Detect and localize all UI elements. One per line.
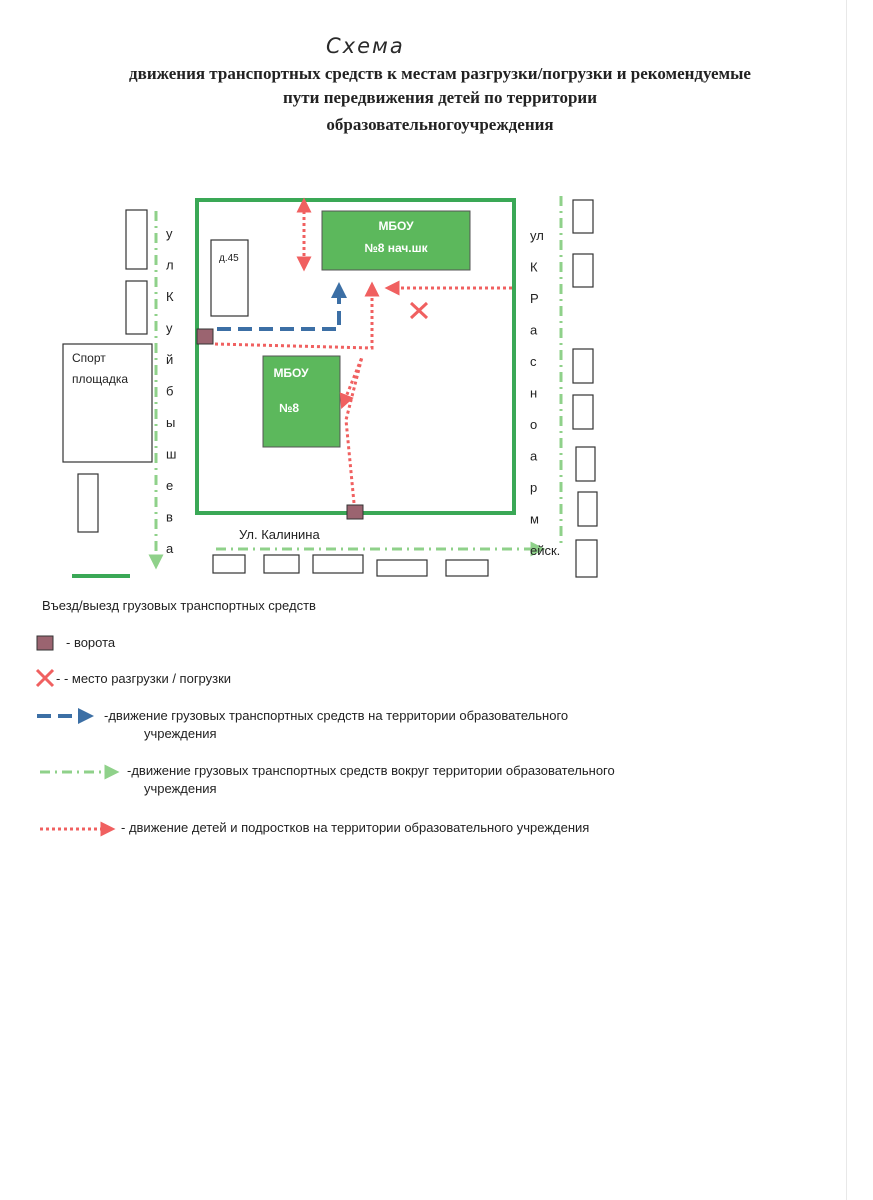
street-letter: у [166,226,173,241]
street-letter: н [530,386,537,401]
street-letter: К [166,289,174,304]
street-letter: Р [530,291,539,306]
street-letter: е [166,478,173,493]
street-letter: а [530,323,538,338]
house-bottom-2 [263,554,300,574]
primary-school-building [321,210,471,271]
gate-west [196,328,214,345]
primary-school-label-2: №8 нач.шк [364,241,428,255]
main-school-building [262,355,341,448]
house-right-5 [575,446,596,482]
street-letter: ул [530,228,544,243]
sport-ground-label-2: площадка [72,372,128,386]
legend-entry-exit: Въезд/выезд грузовых транспортных средст… [42,598,316,613]
house-45 [210,239,249,317]
street-letter: ш [166,447,176,462]
legend-truck-around-1: -движение грузовых транспортных средств … [127,763,615,778]
legend-gate-symbol [36,635,54,651]
kids-route-south-gate [339,356,364,504]
house-bottom-1 [212,554,246,574]
legend-unload-symbol [35,668,55,688]
street-letter: б [166,384,173,399]
sport-ground-label-1: Спорт [72,351,106,365]
legend-unload: - - место разгрузки / погрузки [56,671,232,686]
street-letter: р [530,480,537,495]
street-letter: с [530,354,537,369]
street-letter: а [166,541,174,556]
house-left-2 [125,280,148,335]
house-right-6 [577,491,598,527]
house-left-3 [77,473,99,533]
house-bottom-4 [376,559,428,577]
street-right-name: улК Ра с н о а р м ейск. [530,228,560,558]
unload-place-mark [409,301,429,320]
street-letter: л [166,258,174,273]
street-letter: ы [166,415,175,430]
street-letter: К [530,260,538,275]
street-letter: у [166,321,173,336]
legend-truck-inside-1: -движение грузовых транспортных средств … [104,708,569,723]
handwritten-title: Схема [326,34,405,58]
house-right-4 [572,394,594,430]
sport-ground [62,343,153,463]
house-right-7 [575,539,598,578]
primary-school-label-1: МБОУ [378,219,414,233]
street-letter: а [530,449,538,464]
house-45-label: д.45 [219,253,239,264]
street-letter: м [530,512,539,527]
house-bottom-3 [312,554,364,574]
legend-kids: - движение детей и подростков на террито… [121,820,590,835]
main-school-label-2: №8 [279,401,299,415]
street-left-name: у лКу й б ы ш е в а [166,226,176,556]
house-left-1 [125,209,148,270]
title-line-2: пути передвижения детей по территории [283,88,597,107]
legend-gate: - ворота [66,635,116,650]
scan-edge [846,0,847,1200]
main-school-label-1: МБОУ [273,366,309,380]
street-letter: й [166,352,173,367]
legend-truck-around-2: учреждения [144,781,217,796]
street-letter: в [166,510,173,525]
street-bottom-name: Ул. Калинина [239,527,320,542]
title-line-1: движения транспортных средств к местам р… [129,64,751,83]
house-right-3 [572,348,594,384]
street-letter: о [530,417,537,432]
legend-truck-inside-2: учреждения [144,726,217,741]
house-bottom-5 [445,559,489,577]
kids-route-west-gate [214,281,380,350]
title-line-3: образовательногоучреждения [326,115,554,134]
house-right-2 [572,253,594,288]
house-right-1 [572,199,594,234]
gate-south [346,504,364,520]
street-letter: ейск. [530,543,560,558]
truck-route-inside [217,282,347,331]
